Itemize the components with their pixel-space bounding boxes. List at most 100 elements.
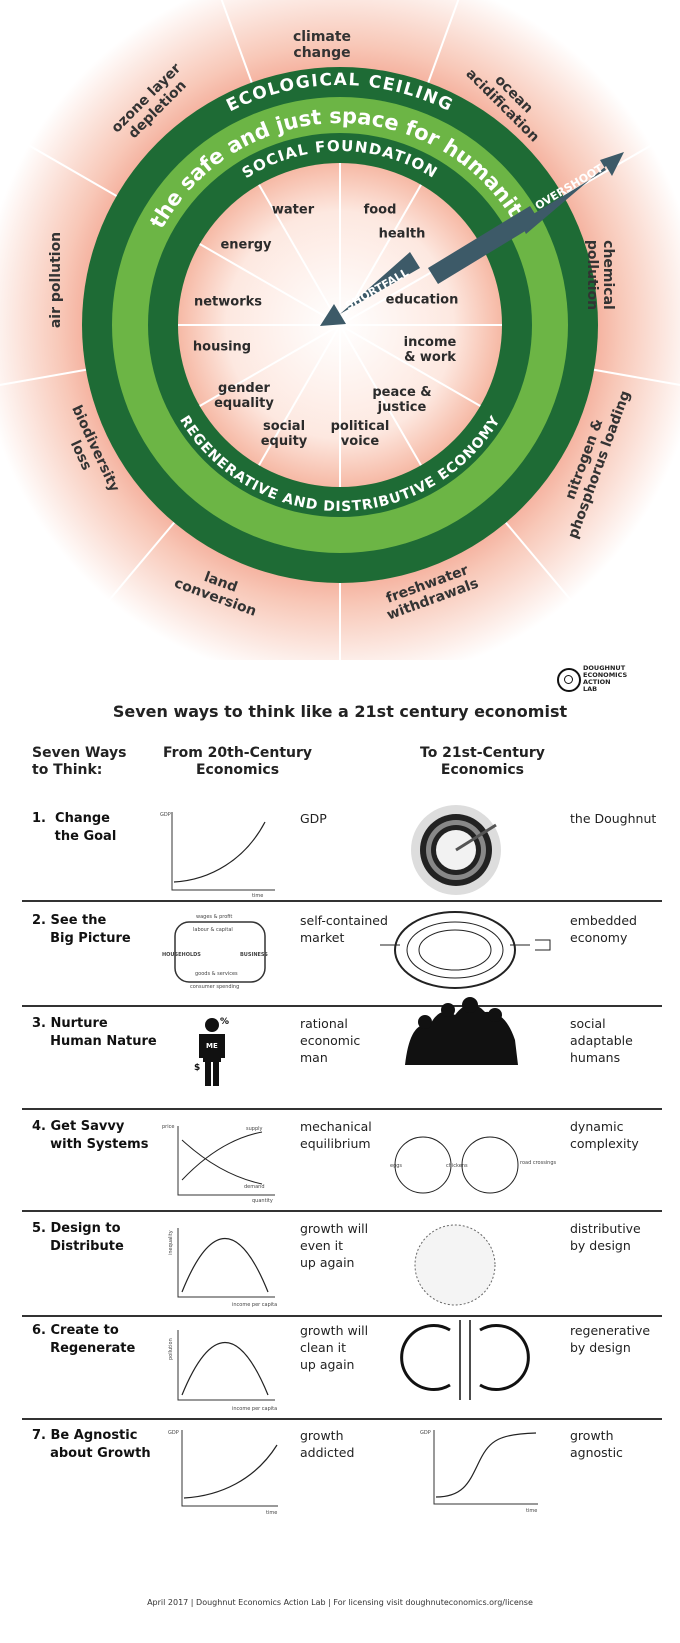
row-to: growth agnostic [570, 1428, 623, 1460]
ceiling-dimension: climate change [292, 29, 352, 61]
svg-text:consumer spending: consumer spending [190, 984, 239, 990]
sector-divider [258, 184, 341, 326]
sector-divider [339, 324, 481, 407]
foundation-dimension: income & work [403, 335, 457, 365]
row-label: 2. See the Big Picture [32, 913, 131, 946]
foundation-dimension: social equity [260, 419, 308, 449]
feedback-loops-diagram: eggs chickens road crossings [390, 1136, 557, 1194]
svg-text:supply: supply [246, 1126, 263, 1132]
svg-text:inequality: inequality [168, 1230, 174, 1255]
svg-text:eggs: eggs [390, 1163, 402, 1169]
row-label: 6. Create to Regenerate [32, 1323, 136, 1356]
row-to: dynamic complexity [570, 1119, 639, 1151]
sector-divider [0, 127, 120, 199]
foundation-dimension: political voice [330, 419, 390, 449]
svg-text:price: price [162, 1124, 174, 1130]
svg-text:ME: ME [206, 1042, 218, 1050]
doughnut-diagram: ECOLOGICAL CEILING the safe and just spa… [0, 0, 680, 660]
distributed-network-sphere-icon [414, 1224, 496, 1306]
sector-divider [220, 0, 254, 86]
foundation-dimension: energy [220, 237, 272, 253]
row-from: growth will even it up again [300, 1221, 369, 1270]
ceiling-dimension: air pollution [48, 231, 64, 329]
mini-doughnut-icon [411, 805, 501, 895]
svg-text:GDP: GDP [420, 1430, 431, 1436]
svg-text:GDP: GDP [168, 1430, 179, 1436]
foundation-dimension: health [378, 226, 426, 242]
foundation-dimension: water [271, 202, 315, 218]
foundation-dimension: education [385, 292, 459, 308]
sector-divider [426, 0, 460, 86]
foundation-dimension: peace & justice [372, 385, 432, 415]
inequality-kuznets-chart: inequality income per capita [168, 1228, 277, 1308]
pollution-kuznets-chart: pollution income per capita [168, 1330, 277, 1412]
row-from: self-contained market [300, 913, 388, 945]
row-from: rational economic man [300, 1016, 361, 1065]
foundation-dimension: networks [193, 294, 263, 310]
row-to: the Doughnut [570, 811, 657, 826]
row-from: mechanical equilibrium [300, 1119, 372, 1151]
svg-text:GDP: GDP [160, 812, 171, 818]
svg-text:income per capita: income per capita [232, 1406, 277, 1412]
circular-flow-diagram: wages & profit labour & capital HOUSEHOLD… [162, 914, 268, 990]
row-label: 7. Be Agnostic about Growth [32, 1428, 151, 1461]
svg-text:HOUSEHOLDS: HOUSEHOLDS [162, 952, 201, 958]
row-label: 4. Get Savvy with Systems [32, 1119, 149, 1152]
sector-divider [258, 324, 341, 466]
row-from: growth will clean it up again [300, 1323, 369, 1372]
footer: April 2017 | Doughnut Economics Action L… [147, 1598, 533, 1607]
crowd-silhouette-icon [405, 997, 518, 1065]
svg-text:pollution: pollution [168, 1338, 174, 1360]
page-title: Seven ways to think like a 21st century … [112, 702, 568, 721]
ceiling-dimension: chemical pollution [584, 239, 616, 311]
svg-text:chickens: chickens [446, 1163, 468, 1169]
row-from: GDP [300, 811, 327, 826]
foundation-dimension: housing [192, 339, 252, 355]
row-divider [22, 1210, 662, 1212]
row-to: distributive by design [570, 1221, 641, 1253]
header-ways: Seven Ways to Think: [32, 745, 127, 778]
economic-man-icon: % $ ME [194, 1017, 229, 1086]
svg-text:time: time [252, 893, 263, 899]
svg-text:%: % [220, 1017, 229, 1027]
svg-text:$: $ [194, 1063, 200, 1073]
row-label: 3. Nurture Human Nature [32, 1016, 157, 1049]
header-to: To 21st-Century Economics [420, 745, 545, 778]
row-divider [22, 900, 662, 902]
svg-text:income per capita: income per capita [232, 1302, 277, 1308]
header-from: From 20th-Century Economics [163, 745, 313, 778]
logo-text: DOUGHNUT ECONOMICS ACTION LAB [583, 664, 628, 693]
svg-text:road crossings: road crossings [520, 1160, 557, 1166]
svg-text:quantity: quantity [252, 1198, 273, 1204]
foundation-dimension: gender equality [214, 381, 274, 411]
svg-text:time: time [266, 1510, 277, 1516]
sector-divider [199, 243, 341, 326]
gdp-growth-addicted-chart: GDP time [168, 1430, 278, 1516]
supply-demand-chart: price quantity supply demand [162, 1124, 275, 1204]
row-divider [22, 1005, 662, 1007]
sector-divider [0, 368, 90, 386]
row-divider [22, 1418, 662, 1420]
sector-divider [199, 324, 341, 407]
row-from: growth addicted [300, 1428, 355, 1460]
sector-divider [503, 519, 611, 648]
row-divider [22, 1315, 662, 1317]
gdp-exponential-chart: GDP time [160, 812, 275, 899]
row-to: regenerative by design [570, 1323, 651, 1355]
sector-divider [339, 184, 422, 326]
regenerative-cycle-diagram [400, 1320, 530, 1400]
sector-divider [69, 519, 177, 648]
row-to: social adaptable humans [570, 1016, 633, 1065]
svg-text:wages & profit: wages & profit [196, 914, 232, 920]
gdp-growth-agnostic-chart: GDP time [420, 1430, 538, 1514]
svg-text:BUSINESS: BUSINESS [240, 952, 268, 958]
svg-text:demand: demand [244, 1184, 265, 1190]
sector-divider [339, 324, 422, 466]
embedded-economy-diagram [380, 911, 551, 989]
comparison-charts: GDP time wages & profit labour & capital H… [160, 805, 557, 1516]
svg-text:goods & services: goods & services [195, 971, 238, 977]
row-label: 5. Design to Distribute [32, 1221, 124, 1254]
svg-text:labour & capital: labour & capital [193, 927, 233, 933]
svg-text:time: time [526, 1508, 537, 1514]
